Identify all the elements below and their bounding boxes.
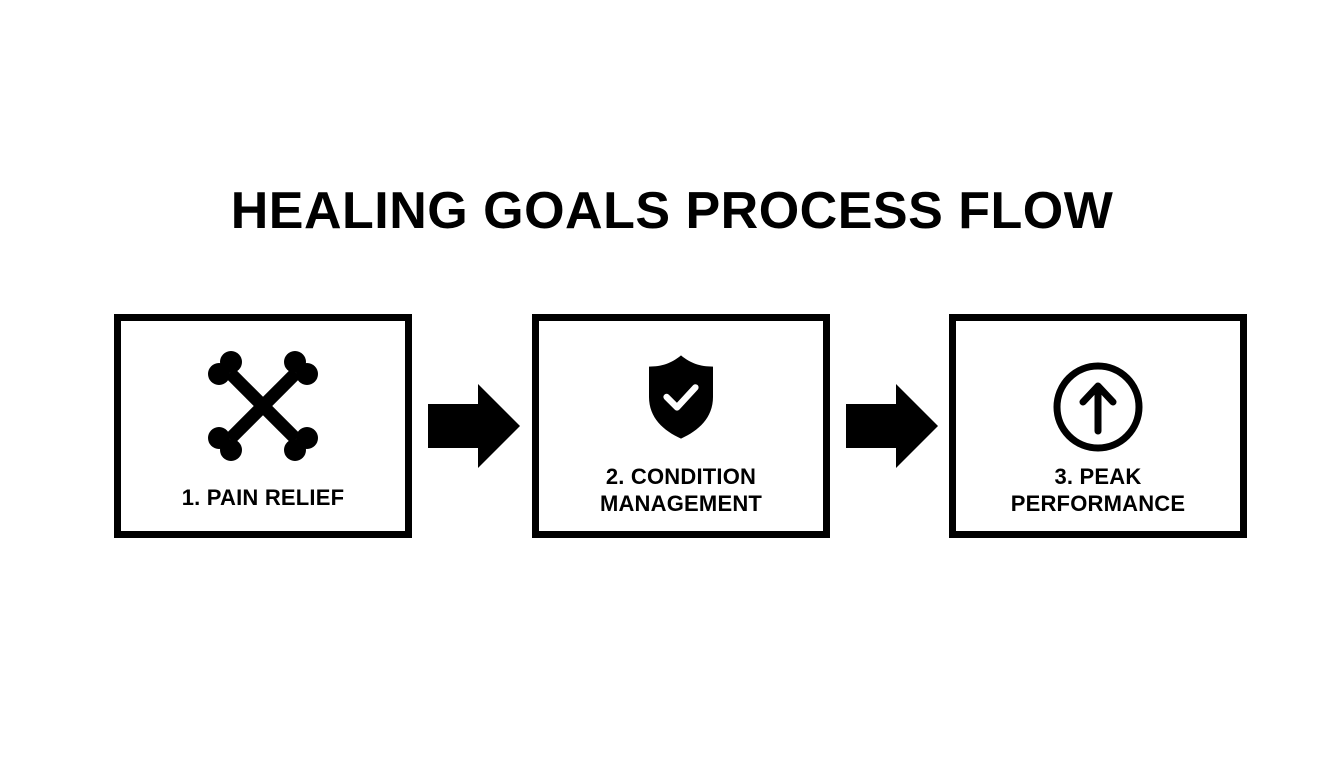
diagram-title: HEALING GOALS PROCESS FLOW bbox=[230, 182, 1114, 240]
arrow-up-circle-icon bbox=[1053, 362, 1143, 452]
right-arrow-icon bbox=[428, 384, 520, 468]
step-box-pain-relief: 1. PAIN RELIEF bbox=[114, 314, 412, 538]
step-label-line: 1. PAIN RELIEF bbox=[181, 485, 345, 510]
step-label-condition-management: 2. CONDITION MANAGEMENT bbox=[539, 463, 823, 517]
step-box-peak-performance: 3. PEAK PERFORMANCE bbox=[949, 314, 1247, 538]
step-label-peak-performance: 3. PEAK PERFORMANCE bbox=[956, 463, 1240, 517]
step-label-pain-relief: 1. PAIN RELIEF bbox=[121, 484, 405, 511]
right-arrow-icon bbox=[846, 384, 938, 468]
step-label-line: MANAGEMENT bbox=[599, 491, 763, 516]
step-label-line: PERFORMANCE bbox=[1010, 491, 1186, 516]
step-label-line: 2. CONDITION bbox=[605, 464, 757, 489]
crossed-bones-icon bbox=[208, 351, 318, 461]
step-box-condition-management: 2. CONDITION MANAGEMENT bbox=[532, 314, 830, 538]
step-label-line: 3. PEAK bbox=[1054, 464, 1142, 489]
shield-check-icon bbox=[649, 355, 713, 439]
